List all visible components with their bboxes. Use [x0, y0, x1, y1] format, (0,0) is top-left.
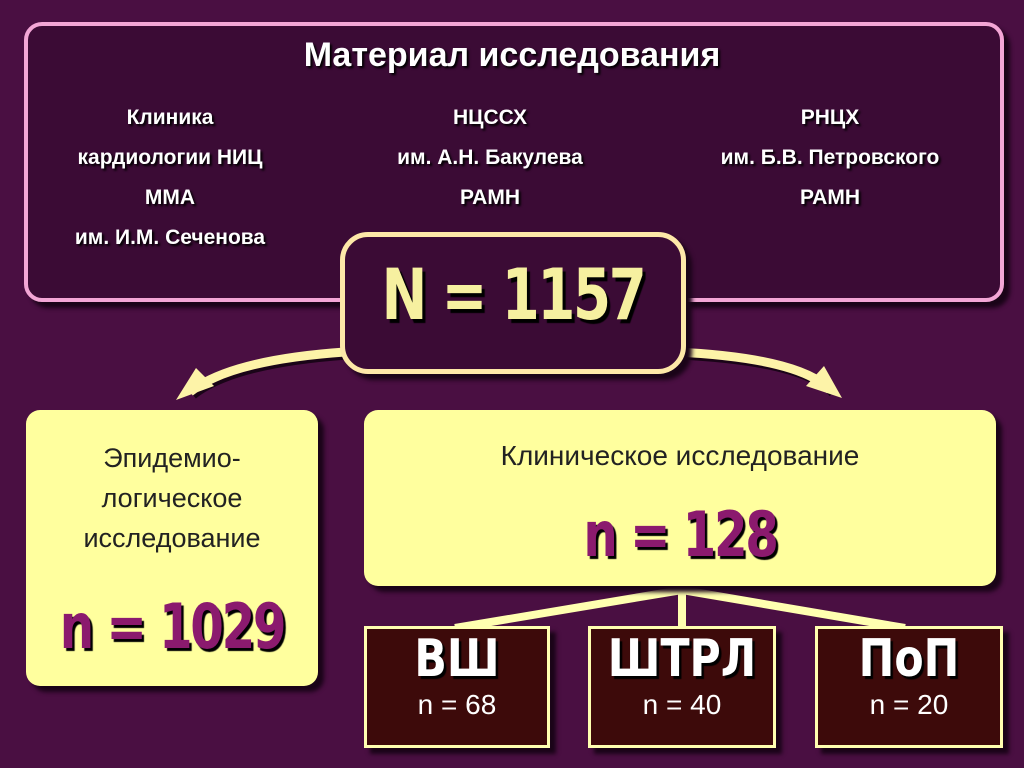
clinic-petrovsky: РНЦХ им. Б.В. Петровского РАМН — [685, 98, 975, 218]
group-count: n = 40 — [642, 689, 722, 720]
epidemiological-study-title: Эпидемио- логическое исследование — [26, 438, 318, 558]
group-name: ВШ — [414, 629, 500, 689]
clinic-line: Клиника — [126, 106, 214, 129]
group-box-vsh: ВШ n = 68 — [364, 626, 550, 748]
clinic-line: им. А.Н. Бакулева — [397, 146, 583, 169]
clinic-line: им. И.М. Сеченова — [74, 226, 266, 249]
epidemiological-study-box — [26, 410, 318, 686]
title-line: логическое — [101, 483, 243, 513]
clinic-line: им. Б.В. Петровского — [720, 146, 940, 169]
arrow-left-head — [176, 368, 214, 400]
clinic-line: РАМН — [460, 186, 520, 209]
group-name: ШТРЛ — [607, 629, 757, 689]
title-line: Эпидемио- — [103, 443, 241, 473]
title-line: исследование — [83, 523, 261, 553]
epidemiological-count: n = 1029 — [59, 590, 287, 663]
page-title: Материал исследования — [303, 36, 721, 74]
total-box — [340, 232, 686, 374]
clinic-sechenov: Клиника кардиологии НИЦ ММА им. И.М. Сеч… — [30, 98, 310, 258]
clinic-line: НЦССХ — [452, 106, 528, 129]
group-box-pop: ПоП n = 20 — [815, 626, 1003, 748]
clinic-line: РАМН — [800, 186, 860, 209]
group-count: n = 20 — [869, 689, 949, 720]
clinical-study-title: Клиническое исследование — [500, 440, 860, 471]
group-name: ПоП — [858, 629, 960, 689]
clinical-study-box — [364, 410, 996, 586]
group-box-shtrl: ШТРЛ n = 40 — [588, 626, 776, 748]
arrow-right-line — [675, 347, 834, 394]
clinic-line: ММА — [144, 186, 196, 209]
group-branch — [454, 584, 906, 632]
total-count: N = 1157 — [381, 254, 647, 336]
clinic-bakulev: НЦССХ им. А.Н. Бакулева РАМН — [350, 98, 630, 218]
group-count: n = 68 — [417, 689, 497, 720]
clinic-line: РНЦХ — [800, 106, 860, 129]
arrow-right-head — [806, 366, 842, 398]
clinical-count: n = 128 — [583, 498, 779, 571]
clinic-line: кардиологии НИЦ — [77, 146, 263, 169]
